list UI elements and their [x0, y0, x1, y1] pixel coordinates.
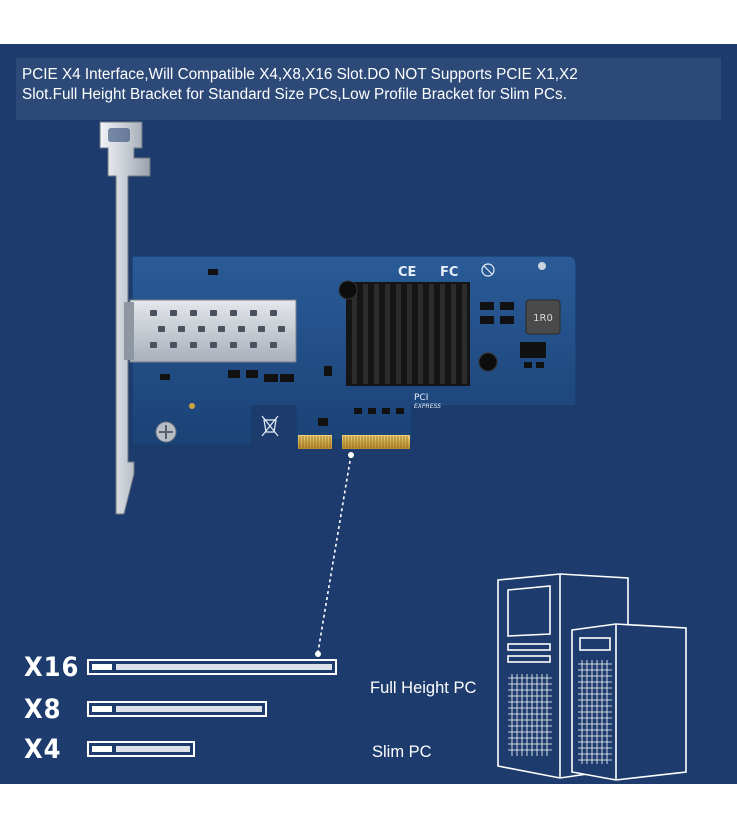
- pcie-slots: [87, 659, 337, 757]
- note-line-1: PCIE X4 Interface,Will Compatible X4,X8,…: [22, 66, 578, 83]
- smd-components: [160, 269, 546, 426]
- via-pad: [189, 403, 195, 409]
- full-height-tower: [497, 573, 629, 779]
- slot-x8: [87, 701, 267, 717]
- slot-x16: [87, 659, 337, 675]
- note-line-2: Slot.Full Height Bracket for Standard Si…: [22, 86, 567, 103]
- slim-tower: [571, 623, 687, 781]
- slot-x4: [87, 741, 195, 757]
- inductor-marking: 1R0: [533, 313, 553, 324]
- logo-express: EXPRESS: [414, 403, 441, 410]
- logo-pci: PCI: [414, 393, 428, 403]
- full-height-pc-label: Full Height PC: [370, 679, 477, 697]
- callout-line: [315, 452, 354, 657]
- ce-mark: CE: [398, 265, 416, 280]
- slim-pc-label: Slim PC: [372, 743, 432, 761]
- header-banner: [16, 58, 721, 120]
- fc-mark: FC: [440, 265, 458, 280]
- slot-label-x16: X16: [24, 652, 80, 683]
- certification-marks: CE FC: [398, 265, 458, 280]
- compatibility-note: PCIE X4 Interface,Will Compatible X4,X8,…: [22, 65, 722, 105]
- slot-label-x4: X4: [24, 734, 62, 765]
- pci-express-logo: PCI EXPRESS: [414, 393, 441, 410]
- pc-towers: [497, 573, 687, 781]
- mounting-hole: [538, 262, 546, 270]
- sfp-port-cage: [124, 299, 297, 363]
- mounting-screw: [155, 421, 177, 443]
- weee-icon: [261, 263, 495, 437]
- product-panel: PCIE X4 Interface,Will Compatible X4,X8,…: [0, 44, 737, 784]
- network-card: 1R0: [99, 121, 577, 515]
- inductor: 1R0: [525, 299, 561, 335]
- slot-label-x8: X8: [24, 694, 62, 725]
- pcie-gold-fingers: [298, 435, 410, 449]
- heatsink: [338, 280, 498, 386]
- illustration: 1R0: [87, 121, 687, 781]
